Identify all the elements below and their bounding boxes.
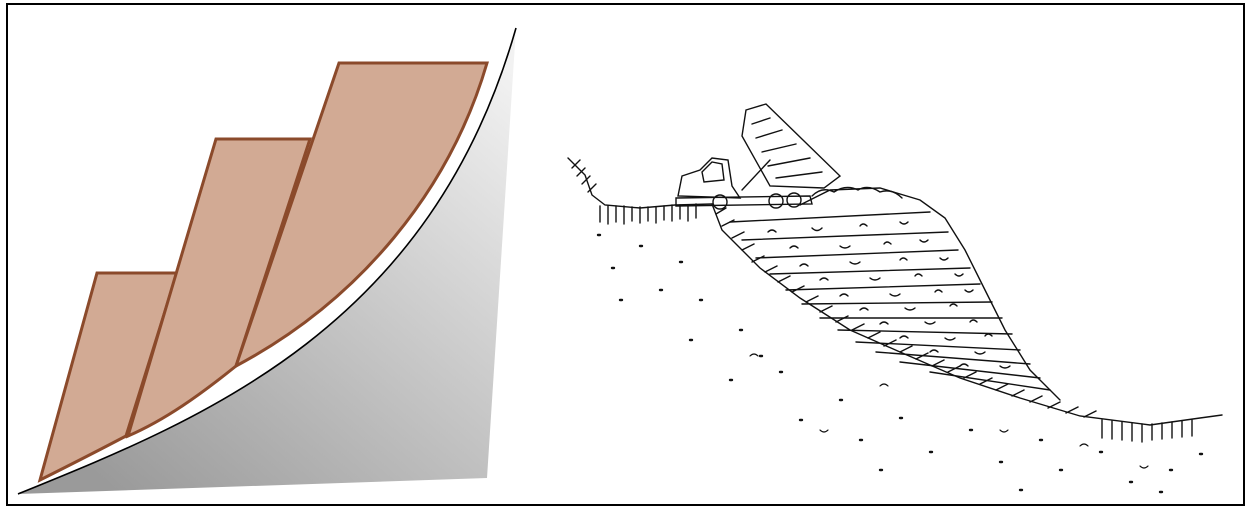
fill-layer-lines	[730, 212, 1050, 390]
native-slope-hatching	[716, 208, 1192, 442]
left-panel-benched-slope	[18, 28, 516, 494]
truck-hoist	[742, 160, 770, 190]
truck-cab	[678, 158, 740, 198]
fill-clast-marks	[768, 222, 1010, 368]
ground-surface-line	[568, 158, 712, 208]
right-panel-fill-placement-sketch	[568, 104, 1222, 492]
native-slope-line	[712, 204, 1222, 425]
fill-top-surface	[800, 188, 1060, 400]
dump-truck-icon	[676, 104, 902, 209]
soil-specks	[598, 235, 1202, 492]
